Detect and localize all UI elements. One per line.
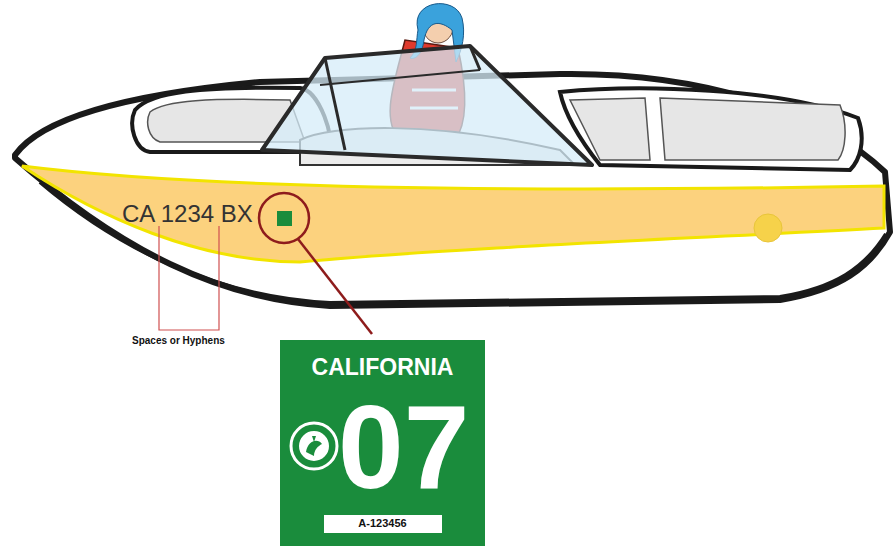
windshield-frame: [320, 70, 480, 85]
windshield: [262, 46, 592, 165]
sticker-state: CALIFORNIA: [312, 356, 454, 379]
leader-line: [298, 239, 372, 334]
sticker-number: A-123456: [358, 518, 406, 529]
registration-sticker: CALIFORNIA 07A-123456: [280, 340, 485, 546]
seal-part: [306, 436, 322, 456]
spacing-bracket: [159, 226, 219, 330]
hull-stripe: [22, 166, 884, 262]
hull-keel: [40, 182, 886, 303]
rear-bench: [660, 98, 845, 160]
decal-marker: [277, 211, 292, 226]
note-label: Spaces or Hyphens: [132, 336, 225, 346]
sticker-year: 07: [338, 388, 469, 506]
highlight-circle: [259, 193, 309, 243]
rear-cockpit: [560, 88, 862, 170]
seal-part: [298, 430, 330, 462]
rear-seat: [570, 98, 650, 160]
windshield-frame: [325, 58, 345, 150]
windshield-frame: [470, 46, 480, 70]
seal-part: [291, 423, 337, 469]
sticker-number-box: A-123456: [324, 515, 442, 533]
registration-number: CA 1234 BX: [122, 202, 253, 226]
state-seal: [284, 416, 344, 476]
hull-light: [754, 214, 782, 242]
